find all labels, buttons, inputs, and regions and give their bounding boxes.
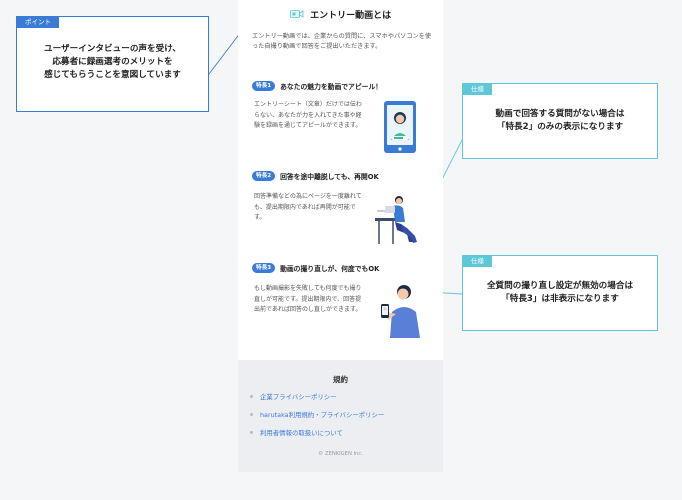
feature-3-title: 動画の撮り直しが、何度でもOK <box>280 265 380 273</box>
feature-1-title: あなたの魅力を動画でアピール！ <box>280 83 383 91</box>
feature-1-body: エントリーシート（文章）だけでは伝わらない、あなたが力を入れてきた事や経験を録画… <box>254 101 362 129</box>
feature-1-header: 特長1 あなたの魅力を動画でアピール！ <box>252 80 382 92</box>
annotation-line: ユーザーインタビューの声を受け、 <box>44 44 181 54</box>
video-camera-icon <box>290 9 304 22</box>
annotation-tag: 仕様 <box>463 256 492 267</box>
feature-2-header: 特長2 回答を途中離脱しても、再開OK <box>252 170 379 182</box>
annotation-tag: ポイント <box>17 17 59 28</box>
bullet-dot <box>250 413 253 416</box>
annotation-line: 動画で回答する質問がない場合は <box>495 109 625 119</box>
bullet-dot <box>250 395 253 398</box>
feature-2-title: 回答を途中離脱しても、再開OK <box>280 173 379 181</box>
feature-3-badge: 特長3 <box>252 263 276 273</box>
annotation-text: 全質問の撮り直し設定が無効の場合は 「特長3」は非表示になります <box>463 280 657 306</box>
link-label[interactable]: 企業プライバシーポリシー <box>260 393 337 401</box>
annotation-line: 感じてもらうことを意図しています <box>44 70 181 80</box>
feature-1-badge: 特長1 <box>252 81 276 91</box>
annotation-line: 全質問の撮り直し設定が無効の場合は <box>486 281 634 291</box>
annotation-line: 応募者に録画選考のメリットを <box>52 57 173 67</box>
link-label[interactable]: 利用者情報の取扱いについて <box>260 429 343 437</box>
feature-2-body: 回答準備などの為にページを一度離れても、提出期限内であれば再開が可能です。 <box>254 193 362 221</box>
feature-2-badge: 特長2 <box>252 171 276 181</box>
page-title: エントリー動画とは <box>310 11 392 21</box>
entry-video-page: エントリー動画とは エントリー動画では、企業からの質問に、スマホやパソコンを使っ… <box>238 0 443 360</box>
smartphone-person-illustration <box>383 100 417 158</box>
annotation-text: ユーザーインタビューの声を受け、 応募者に録画選考のメリットを 感じてもらうこと… <box>17 43 208 82</box>
annotation-line: 「特長2」のみの表示になります <box>496 122 624 132</box>
terms-title: 規約 <box>333 375 348 384</box>
terms-footer: 規約 企業プライバシーポリシー harutaka利用規約・プライバシーポリシー … <box>238 360 443 472</box>
link-user-info-handling[interactable]: 利用者情報の取扱いについて <box>250 428 343 437</box>
person-with-laptop-illustration <box>371 190 421 250</box>
feature-3-body: もし動画撮影を失敗しても何度でも撮り直しが可能です。提出期限内で、回答提出前であ… <box>254 285 362 313</box>
bullet-dot <box>250 431 253 434</box>
feature-3-header: 特長3 動画の撮り直しが、何度でもOK <box>252 262 379 274</box>
page-title-row: エントリー動画とは <box>238 8 443 22</box>
link-harutaka-terms[interactable]: harutaka利用規約・プライバシーポリシー <box>250 410 384 419</box>
intro-text: エントリー動画では、企業からの質問に、スマホやパソコンを使った自撮り動画で回答を… <box>252 33 432 50</box>
annotation-text: 動画で回答する質問がない場合は 「特長2」のみの表示になります <box>463 108 657 134</box>
copyright: © ZENKIGEN Inc. <box>318 451 363 457</box>
annotation-point: ポイント ユーザーインタビューの声を受け、 応募者に録画選考のメリットを 感じて… <box>16 16 209 112</box>
annotation-spec-feature2: 仕様 動画で回答する質問がない場合は 「特長2」のみの表示になります <box>462 83 658 159</box>
person-with-smartphone-illustration <box>376 282 424 342</box>
annotation-tag: 仕様 <box>463 84 492 95</box>
link-company-privacy-policy[interactable]: 企業プライバシーポリシー <box>250 392 337 401</box>
annotation-spec-feature3: 仕様 全質問の撮り直し設定が無効の場合は 「特長3」は非表示になります <box>462 255 658 331</box>
annotation-line: 「特長3」は非表示になります <box>501 294 619 304</box>
link-label[interactable]: harutaka利用規約・プライバシーポリシー <box>260 411 385 419</box>
